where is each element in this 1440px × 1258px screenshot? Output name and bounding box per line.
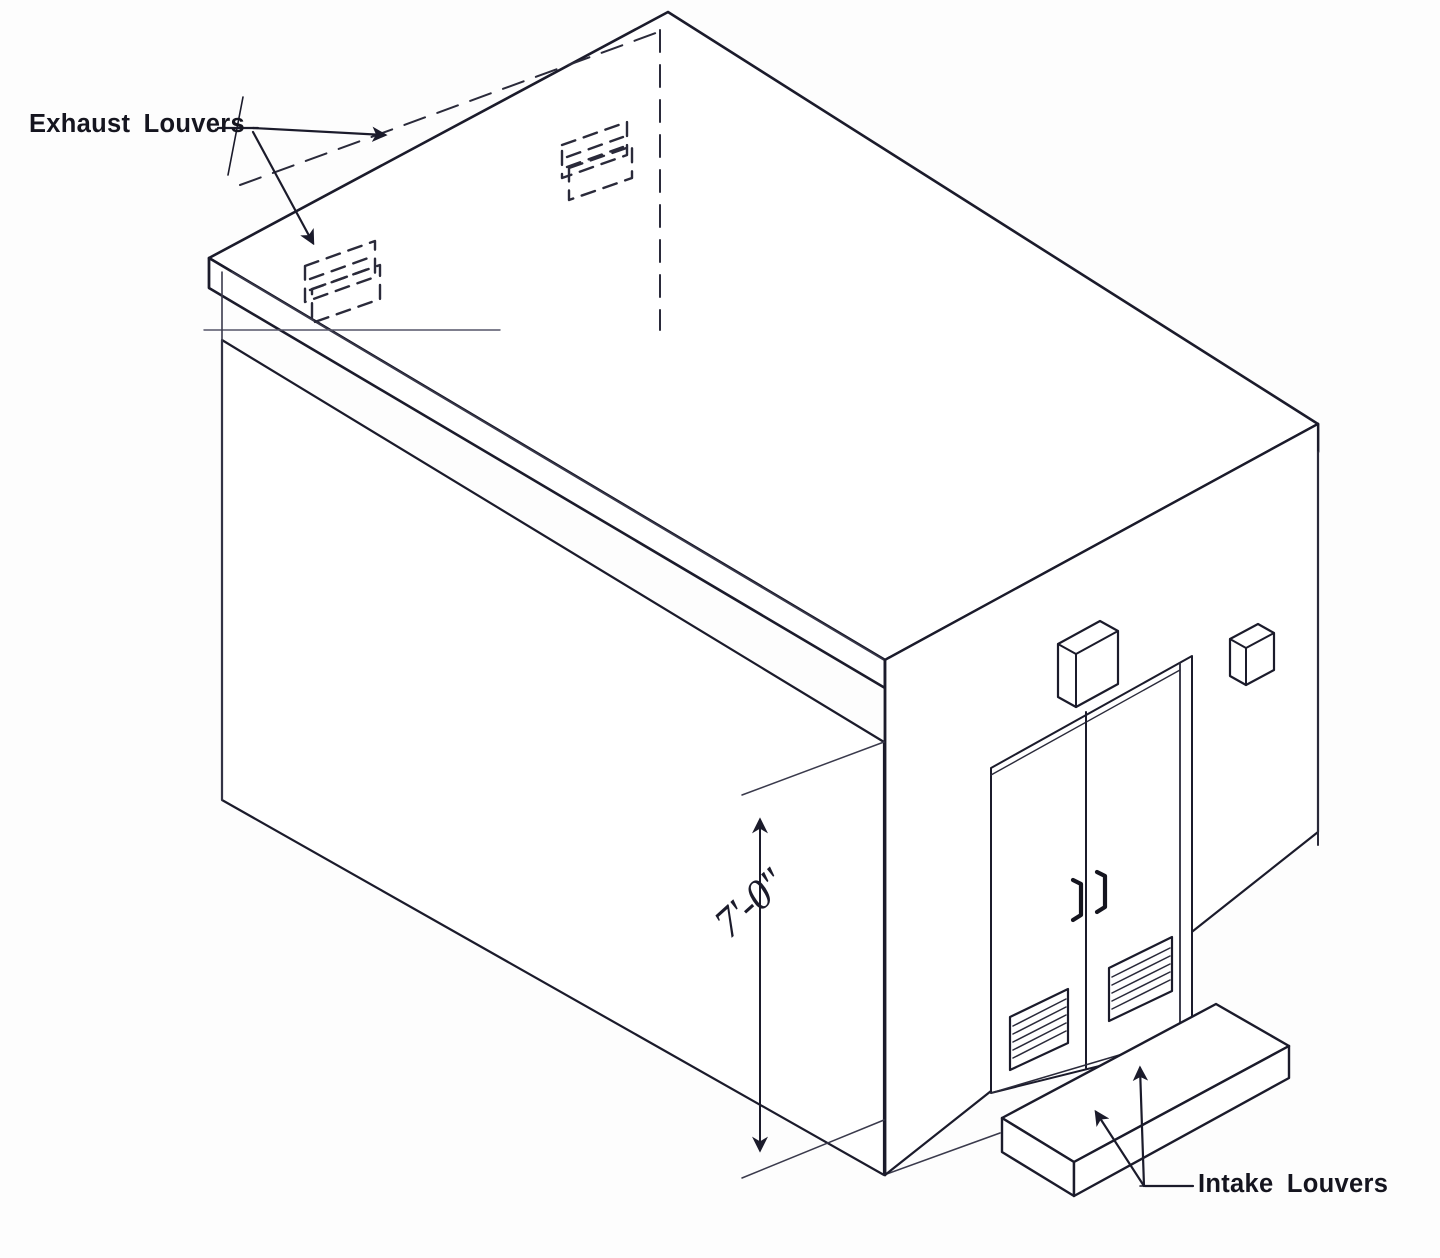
exhaust-louvers-label: Exhaust Louvers bbox=[29, 110, 245, 138]
intake-louvers-label: Intake Louvers bbox=[1198, 1170, 1389, 1198]
exhaust-louver-far bbox=[560, 120, 634, 202]
concrete-step-pad bbox=[1000, 1002, 1291, 1198]
height-dimension bbox=[741, 741, 885, 1179]
exhaust-louver-near bbox=[303, 239, 382, 325]
door-handle-right[interactable] bbox=[1094, 869, 1108, 915]
intake-louver-right bbox=[1107, 935, 1174, 1023]
exhaust-leader-lines bbox=[216, 96, 388, 246]
exterior-light-fixture bbox=[1056, 619, 1120, 709]
hidden-lines bbox=[239, 29, 665, 331]
intake-leader-lines bbox=[1094, 1065, 1195, 1188]
electrical-junction-box bbox=[1228, 622, 1276, 687]
door-handle-left[interactable] bbox=[1070, 877, 1084, 923]
roof-deck-line bbox=[231, 271, 885, 661]
floor-line bbox=[883, 1132, 1001, 1176]
intake-louver-left bbox=[1008, 987, 1070, 1072]
